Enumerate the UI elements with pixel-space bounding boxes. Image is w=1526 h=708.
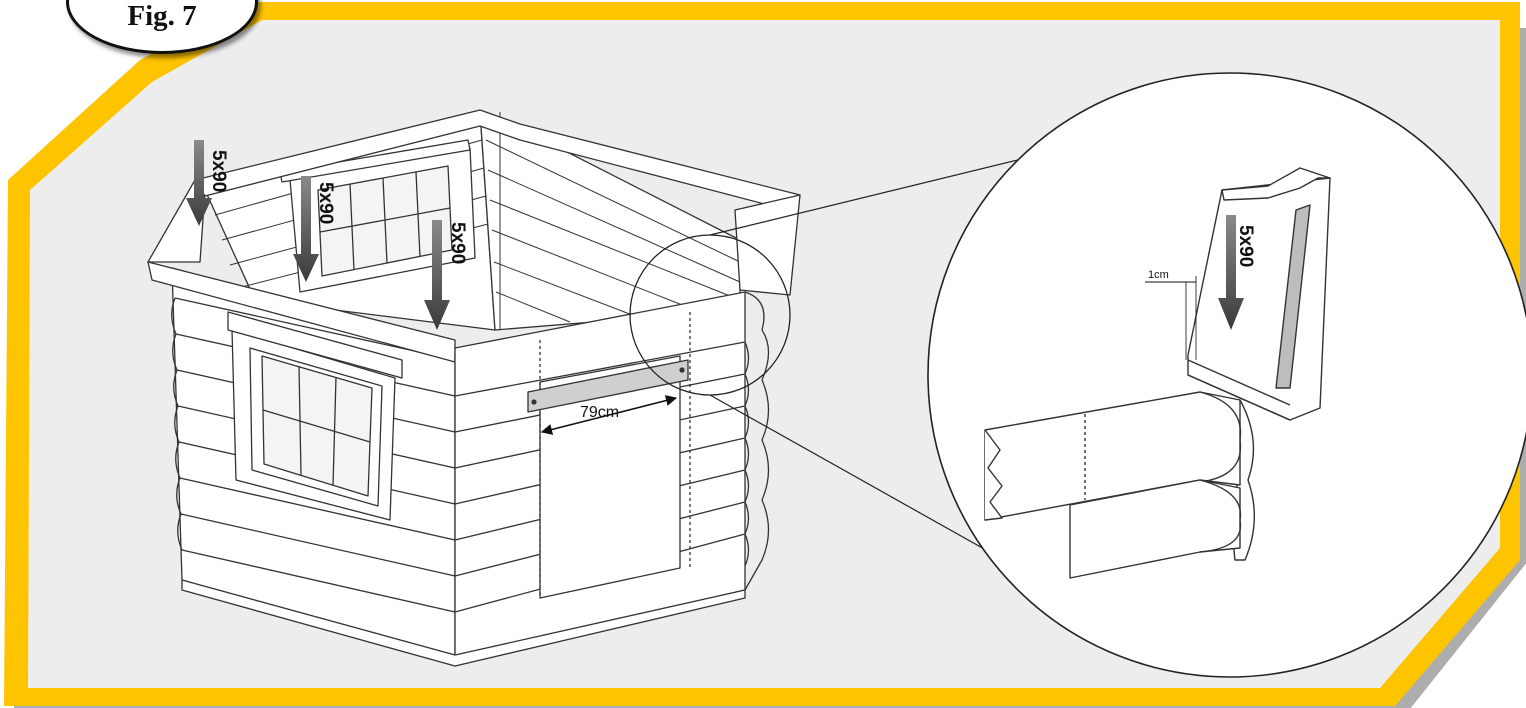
detail-corner-board-top: [1221, 167, 1331, 201]
detail-corner-board-strip: [1275, 204, 1311, 389]
top-plate-right-post: [734, 194, 801, 296]
detail-log-notch: [984, 429, 1003, 521]
front-right-logs: [454, 341, 750, 613]
fastener-label-1: 5x90: [208, 150, 229, 192]
detail-fastener-arrow: [1218, 215, 1244, 330]
side-window-header: [227, 311, 403, 379]
door-width-label: 79cm: [580, 404, 619, 421]
door-width-dimension-line: [540, 395, 678, 435]
fastener-label-2: 5x90: [315, 182, 336, 224]
fastener-arrow-1: [186, 140, 212, 226]
detail-view: [984, 167, 1331, 579]
detail-top-log-profile: [1199, 391, 1242, 483]
cabin-fastener-arrows: [186, 140, 450, 330]
gap-dimension-label: 1cm: [1148, 269, 1169, 281]
cabin-base: [181, 579, 746, 667]
side-window-mullions: [262, 365, 371, 487]
back-window-header: [279, 139, 471, 183]
fastener-label-3: 5x90: [447, 222, 468, 264]
front-left-logs: [171, 297, 456, 613]
figure-number-label: Fig. 7: [127, 0, 197, 32]
zoom-leader-top: [709, 145, 1076, 236]
fastener-arrow-2: [293, 176, 319, 282]
fastener-arrow-3: [424, 220, 450, 330]
back-window-mullions: [319, 171, 451, 271]
detail-fastener-label: 5x90: [1235, 225, 1256, 267]
right-corner-log-ends: [744, 291, 770, 591]
